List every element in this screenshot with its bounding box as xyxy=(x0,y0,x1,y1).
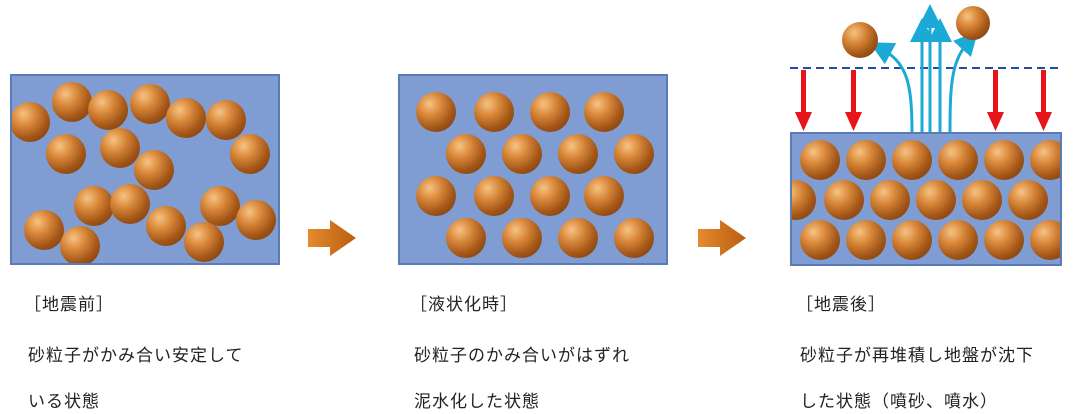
stage-desc-before-line2: いる状態 xyxy=(28,392,100,412)
sand-grain xyxy=(800,140,840,180)
sand-grain xyxy=(74,186,114,226)
sand-grain xyxy=(502,218,542,258)
sand-grain xyxy=(134,150,174,190)
settlement-arrow-icon xyxy=(987,70,1004,131)
sand-grain xyxy=(824,180,864,220)
panel-during-liquefaction xyxy=(398,74,668,265)
sand-grain xyxy=(474,92,514,132)
sand-grain xyxy=(416,92,456,132)
ejected-sand-grain xyxy=(842,22,878,58)
sand-grain xyxy=(558,134,598,174)
sand-grain xyxy=(984,140,1024,180)
settlement-arrow-icon xyxy=(795,70,812,131)
sand-grain xyxy=(184,222,224,262)
sand-grain xyxy=(146,206,186,246)
sand-grain xyxy=(938,220,978,260)
sand-grain xyxy=(446,218,486,258)
sand-grain xyxy=(12,102,50,142)
stage-desc-after-line2: した状態（噴砂、噴水） xyxy=(800,392,998,412)
sand-grain xyxy=(938,140,978,180)
stage-desc-liquefaction-line1: 砂粒子のかみ合いがはずれ xyxy=(414,346,630,366)
sand-grain xyxy=(206,100,246,140)
stage-desc-after-line1: 砂粒子が再堆積し地盤が沈下 xyxy=(800,346,1034,366)
sand-grain xyxy=(88,90,128,130)
settlement-arrow-icon xyxy=(1035,70,1052,131)
sand-grain xyxy=(24,210,64,250)
sand-grain xyxy=(52,82,92,122)
sand-grain xyxy=(800,220,840,260)
stage-desc-liquefaction-line2: 泥水化した状態 xyxy=(414,392,540,412)
sand-grain xyxy=(846,140,886,180)
process-arrow-icon xyxy=(308,220,356,256)
sand-grain xyxy=(584,176,624,216)
panel-before-earthquake xyxy=(10,74,280,265)
stage-desc-before-line1: 砂粒子がかみ合い安定して xyxy=(28,346,244,366)
sand-grain xyxy=(614,218,654,258)
panel-after-earthquake xyxy=(790,132,1062,266)
sand-grain xyxy=(614,134,654,174)
sand-grain xyxy=(166,98,206,138)
sand-grain xyxy=(46,134,86,174)
sand-grain xyxy=(236,200,276,240)
sand-grain xyxy=(530,92,570,132)
sand-grain xyxy=(584,92,624,132)
sand-grain xyxy=(558,218,598,258)
sand-grain xyxy=(530,176,570,216)
sand-grain xyxy=(892,140,932,180)
sand-grain xyxy=(1008,180,1048,220)
stage-title-liquefaction: ［液状化時］ xyxy=(410,295,518,315)
sand-grain xyxy=(446,134,486,174)
sand-grain xyxy=(230,134,270,174)
sand-grain xyxy=(1030,220,1060,260)
sand-grain xyxy=(100,128,140,168)
sand-grain xyxy=(502,134,542,174)
sand-grain xyxy=(60,226,100,263)
sand-grain xyxy=(846,220,886,260)
settlement-arrow-icon xyxy=(845,70,862,131)
sand-grain xyxy=(130,84,170,124)
sand-grain xyxy=(962,180,1002,220)
sand-grain xyxy=(416,176,456,216)
sand-grain xyxy=(984,220,1024,260)
sand-grain xyxy=(1030,140,1060,180)
sand-grain xyxy=(916,180,956,220)
water-upflow-icon xyxy=(869,4,979,133)
stage-title-after: ［地震後］ xyxy=(796,295,886,315)
sand-grain xyxy=(892,220,932,260)
sand-grain xyxy=(474,176,514,216)
sand-grain xyxy=(792,180,816,220)
stage-title-before: ［地震前］ xyxy=(24,295,114,315)
sand-grain xyxy=(870,180,910,220)
sand-grain xyxy=(200,186,240,226)
process-arrow-icon xyxy=(698,220,746,256)
sand-grain xyxy=(110,184,150,224)
ejected-sand-grain xyxy=(956,6,990,40)
